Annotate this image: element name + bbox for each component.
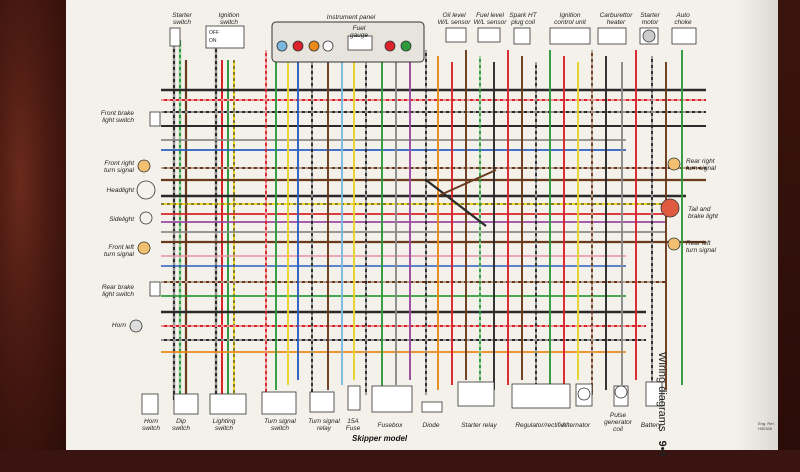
label-front-left-turn: Front left turn signal bbox=[104, 244, 134, 258]
label-rear-brake-switch: Rear brake light switch bbox=[101, 284, 134, 298]
label-starter-switch: Starter switch bbox=[172, 12, 192, 26]
label-front-brake-switch: Front brake light switch bbox=[100, 110, 134, 124]
label-ignition-control-unit: Ignition control unit bbox=[554, 12, 586, 26]
label-dip-switch: Dip switch bbox=[171, 418, 191, 432]
label-turn-signal-switch: Turn signal switch bbox=[264, 418, 296, 432]
bottom-component-box bbox=[645, 381, 663, 407]
label-carburettor-heater: Carburettor heater bbox=[599, 12, 633, 26]
top-component-box bbox=[671, 27, 697, 45]
sidelight-bulb bbox=[139, 211, 153, 225]
label-ignition-switch: Ignition switch bbox=[218, 12, 240, 26]
label-fuel-level-sensor: Fuel level W/L sensor bbox=[473, 12, 507, 26]
indicator-lamp bbox=[400, 40, 412, 52]
ignition-off-label: OFF bbox=[209, 30, 219, 36]
headlight-bulb bbox=[136, 180, 156, 200]
bottom-component-box bbox=[511, 383, 571, 409]
starter-motor-symbol bbox=[642, 29, 656, 43]
label-fuse-15a: 15A Fuse bbox=[345, 418, 361, 432]
label-starter-relay: Starter relay bbox=[461, 422, 497, 429]
indicator-lamp bbox=[292, 40, 304, 52]
diagram-title: Skipper model bbox=[352, 434, 408, 443]
label-rear-left-turn: Rear left turn signal bbox=[686, 240, 716, 254]
top-component-box bbox=[445, 27, 467, 43]
label-rear-right-turn: Rear right turn signal bbox=[686, 158, 716, 172]
label-fusebox: Fusebox bbox=[377, 422, 403, 429]
wire bbox=[425, 179, 487, 227]
pulse-generator-symbol bbox=[614, 385, 628, 399]
ignition-switch-box bbox=[205, 25, 245, 49]
label-auto-choke: Auto choke bbox=[674, 12, 692, 26]
starter-switch-box bbox=[169, 27, 181, 47]
label-pulse-generator-coil: Pulse generator coil bbox=[604, 412, 632, 433]
label-instrument-panel: Instrument panel bbox=[326, 14, 376, 21]
label-spark-plug-ht-coil: Spark HT plug coil bbox=[509, 12, 537, 26]
wiring-diagram-page: OFF ON Starter switch Ignition switch Ins… bbox=[66, 0, 778, 450]
bottom-component-box bbox=[421, 401, 443, 413]
front-left-turn-bulb bbox=[137, 241, 151, 255]
indicator-lamp bbox=[384, 40, 396, 52]
background-left bbox=[0, 0, 70, 450]
top-component-box bbox=[477, 27, 501, 43]
indicator-lamp bbox=[276, 40, 288, 52]
indicator-lamp bbox=[308, 40, 320, 52]
label-horn: Horn bbox=[111, 322, 126, 329]
fuel-gauge-box bbox=[347, 35, 373, 51]
indicator-lamp bbox=[322, 40, 334, 52]
bottom-component-box bbox=[371, 385, 413, 413]
top-component-box bbox=[597, 27, 627, 45]
label-starter-motor: Starter motor bbox=[640, 12, 660, 26]
rear-right-turn-bulb bbox=[667, 157, 681, 171]
rear-brake-switch-box bbox=[149, 281, 161, 297]
label-lighting-switch: Lighting switch bbox=[212, 418, 236, 432]
page-number: 9•4 bbox=[656, 440, 668, 457]
top-component-box bbox=[549, 27, 591, 45]
label-regulator-rectifier: Regulator/rectifier bbox=[515, 422, 567, 429]
label-tail-brake-light: Tail and brake light bbox=[688, 206, 718, 220]
label-diode: Diode bbox=[422, 422, 440, 429]
front-right-turn-bulb bbox=[137, 159, 151, 173]
label-front-right-turn: Front right turn signal bbox=[104, 160, 134, 174]
ignition-on-label: ON bbox=[209, 38, 217, 44]
horn-symbol bbox=[129, 319, 143, 333]
credit-text: Eng. Ref. H30308 bbox=[758, 421, 775, 431]
front-brake-switch-box bbox=[149, 111, 161, 127]
label-battery: Battery bbox=[640, 422, 662, 429]
alternator-symbol bbox=[577, 387, 591, 401]
bottom-component-box bbox=[141, 393, 159, 415]
rear-left-turn-bulb bbox=[667, 237, 681, 251]
label-sidelight: Sidelight bbox=[109, 216, 134, 223]
bottom-component-box bbox=[457, 381, 495, 407]
label-headlight: Headlight bbox=[106, 187, 134, 194]
section-title: Wiring diagrams bbox=[656, 352, 668, 432]
wiring-diagram: OFF ON bbox=[129, 21, 706, 415]
label-oil-level-sensor: Oil level W/L sensor bbox=[437, 12, 471, 26]
label-fuel-gauge: Fuel gauge bbox=[349, 25, 369, 39]
bottom-component-box bbox=[309, 391, 335, 413]
label-horn-switch: Horn switch bbox=[141, 418, 161, 432]
bottom-component-box bbox=[261, 391, 297, 415]
section-header: Wiring diagrams 9•4 bbox=[656, 352, 668, 472]
top-component-box bbox=[513, 27, 531, 45]
bottom-component-box bbox=[209, 393, 247, 415]
bottom-component-box bbox=[173, 393, 199, 415]
label-turn-signal-relay: Turn signal relay bbox=[308, 418, 340, 432]
tail-brake-light-bulb bbox=[660, 198, 680, 218]
label-alternator: Alternator bbox=[561, 422, 591, 429]
wire bbox=[437, 169, 497, 197]
bottom-component-box bbox=[347, 385, 361, 411]
